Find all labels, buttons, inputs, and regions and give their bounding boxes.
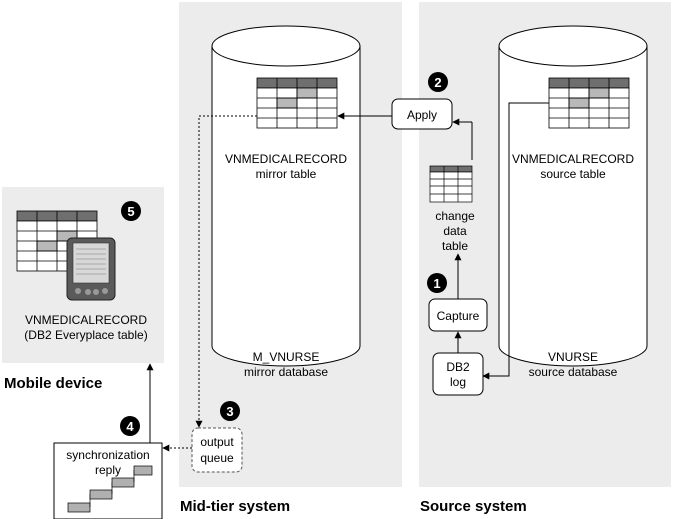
db2-log-line2: log	[450, 375, 466, 389]
step-3-number: 3	[226, 404, 233, 419]
mirror-database-cylinder	[211, 25, 361, 367]
sync-reply-box	[53, 442, 163, 519]
step-5-number: 5	[127, 204, 134, 219]
cd-table-line1: change	[435, 209, 475, 223]
mobile-table-caption: (DB2 Everyplace table)	[24, 328, 147, 342]
source-table-grid	[548, 77, 630, 129]
source-db-name: VNURSE	[548, 350, 598, 364]
capture-label: Capture	[437, 309, 480, 323]
step-2-circle	[428, 72, 448, 92]
arrow-mirror-to-queue	[195, 115, 257, 428]
source-database-cylinder	[498, 25, 648, 367]
db2-log-line1: DB2	[446, 360, 470, 374]
output-queue-line1: output	[200, 435, 234, 449]
arrow-source-to-log	[482, 102, 549, 380]
mirror-db-name: M_VNURSE	[253, 350, 320, 364]
mirror-table-caption: mirror table	[256, 167, 317, 181]
mobile-table-name: VNMEDICALRECORD	[25, 313, 147, 327]
change-data-table-grid	[429, 165, 473, 203]
mirror-table-grid	[256, 77, 338, 129]
section-source-system: Source system	[420, 498, 527, 515]
section-mobile-device: Mobile device	[4, 375, 102, 392]
apply-label: Apply	[407, 108, 437, 122]
section-midtier-system: Mid-tier system	[180, 498, 290, 515]
step-4-circle	[120, 416, 140, 436]
step-2-number: 2	[434, 75, 441, 90]
output-queue-box	[191, 427, 243, 473]
step-1-number: 1	[433, 276, 440, 291]
sync-reply-staircase-icon	[67, 465, 153, 513]
pda-device-icon	[66, 237, 116, 301]
step-4-number: 4	[126, 419, 134, 434]
connector-lines	[146, 102, 549, 452]
source-table-name: VNMEDICALRECORD	[512, 152, 634, 166]
mirror-table-name: VNMEDICALRECORD	[225, 152, 347, 166]
source-table-caption: source table	[540, 167, 606, 181]
mirror-db-caption: mirror database	[244, 365, 328, 379]
output-queue-line2: queue	[200, 451, 234, 465]
sync-reply-line2: reply	[95, 463, 121, 477]
step-5-circle	[121, 201, 141, 221]
source-db-caption: source database	[529, 365, 618, 379]
sync-reply-line1: synchronization	[66, 448, 149, 462]
cd-table-line3: table	[442, 239, 468, 253]
apply-box	[391, 98, 453, 130]
step-1-circle	[427, 273, 447, 293]
cd-table-line2: data	[443, 224, 467, 238]
step-3-circle	[220, 401, 240, 421]
